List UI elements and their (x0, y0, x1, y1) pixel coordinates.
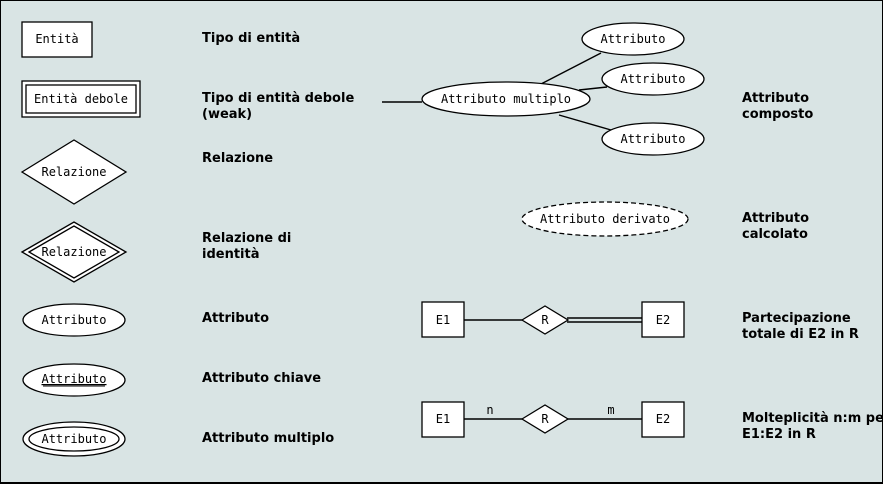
attribute-description: Attributo (202, 311, 269, 326)
composite-link-2 (578, 86, 608, 91)
participation-description-line2: totale di E2 in R (742, 327, 859, 342)
cardinality-relation (520, 404, 570, 434)
cardinality-n-label: n (486, 403, 493, 417)
relationship-symbol: Relazione (20, 139, 128, 205)
participation-e1-label: E1 (436, 313, 450, 327)
key-attribute-symbol: Attributo (22, 363, 126, 397)
composite-link-1 (540, 52, 602, 85)
entity-symbol-label: Entità (35, 32, 78, 46)
cardinality-entity-e2 (641, 401, 685, 438)
identifying-relationship-description-line2: identità (202, 247, 260, 262)
entity-symbol: Entità (21, 21, 93, 58)
key-attribute-symbol-label: Attributo (41, 372, 106, 386)
participation-e2-label: E2 (656, 313, 670, 327)
cardinality-symbol: E1 R E2 n m (421, 401, 685, 438)
cardinality-m-label: m (607, 403, 614, 417)
derived-attribute-description-line1: Attributo (742, 211, 809, 226)
identifying-relationship-symbol: Relazione (20, 221, 128, 283)
derived-attribute-description-line2: calcolato (742, 227, 808, 242)
cardinality-description-line1: Molteplicità n:m per (742, 411, 883, 426)
weak-entity-description-line1: Tipo di entità debole (202, 91, 354, 106)
participation-r-label: R (541, 313, 549, 327)
composite-child-label-2: Attributo (620, 72, 685, 86)
composite-link-3 (558, 114, 612, 131)
composite-root-label: Attributo multiplo (441, 92, 571, 106)
identifying-relationship-symbol-label: Relazione (41, 245, 106, 259)
composite-child-label-3: Attributo (620, 132, 685, 146)
composite-attribute-description-line2: composto (742, 107, 813, 122)
weak-entity-symbol: Entità debole (21, 80, 141, 118)
key-attribute-description: Attributo chiave (202, 371, 321, 386)
participation-relation (520, 305, 570, 335)
entity-description: Tipo di entità (202, 31, 300, 46)
cardinality-description-line2: E1:E2 in R (742, 427, 816, 442)
participation-entity-e2 (641, 301, 685, 338)
attribute-symbol: Attributo (22, 303, 126, 337)
composite-attribute-symbol: Attributo multiplo Attributo Attributo A… (382, 22, 705, 156)
total-participation-symbol: E1 R E2 (421, 301, 685, 338)
identifying-relationship-description-line1: Relazione di (202, 231, 291, 246)
participation-description-line1: Partecipazione (742, 311, 851, 326)
participation-entity-e1 (421, 301, 465, 338)
relationship-description: Relazione (202, 151, 273, 166)
derived-attribute-symbol-label: Attributo derivato (540, 212, 670, 226)
composite-child-label-1: Attributo (600, 32, 665, 46)
multivalued-attribute-symbol-label: Attributo (41, 432, 106, 446)
relationship-symbol-label: Relazione (41, 165, 106, 179)
multivalued-attribute-symbol: Attributo (22, 421, 126, 457)
composite-attribute-description-line1: Attributo (742, 91, 809, 106)
multivalued-attribute-description: Attributo multiplo (202, 431, 334, 446)
cardinality-entity-e1 (421, 401, 465, 438)
cardinality-e1-label: E1 (436, 412, 450, 426)
attribute-symbol-label: Attributo (41, 313, 106, 327)
cardinality-r-label: R (541, 412, 549, 426)
weak-entity-description-line2: (weak) (202, 107, 252, 122)
cardinality-e2-label: E2 (656, 412, 670, 426)
derived-attribute-symbol: Attributo derivato (521, 201, 689, 237)
weak-entity-symbol-label: Entità debole (34, 92, 128, 106)
